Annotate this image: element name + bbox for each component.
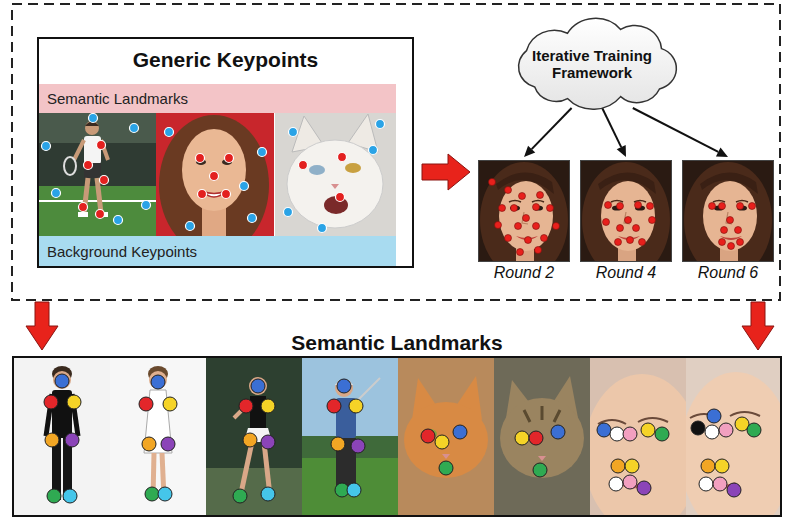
round-face-photo xyxy=(478,160,570,278)
landmark-band: Semantic Landmarks xyxy=(39,84,396,113)
landmark-photo xyxy=(398,358,494,515)
round-face-photo xyxy=(682,160,774,278)
connector xyxy=(633,108,728,157)
landmark-photo xyxy=(494,358,590,515)
round-caption: Round 2 xyxy=(494,264,555,282)
landmark-photo xyxy=(584,358,700,519)
round-image: Round 2 xyxy=(478,160,570,262)
connector xyxy=(422,154,470,190)
cloud-label: Iterative Training Framework xyxy=(522,47,662,82)
landmark-photo xyxy=(206,358,302,515)
background-band: Background Keypoints xyxy=(39,236,396,266)
keypoint-panel: Generic KeypointsSemantic LandmarksBackg… xyxy=(37,37,414,268)
band-label: Semantic Landmarks xyxy=(47,90,188,107)
face-photo xyxy=(156,113,274,236)
cat-photo xyxy=(275,113,396,236)
connector xyxy=(602,108,626,157)
band-label: Background Keypoints xyxy=(47,243,197,260)
landmark-strip: Semantic Landmarks xyxy=(12,356,782,517)
tennis-photo xyxy=(39,113,156,236)
round-image: Round 6 xyxy=(682,160,774,262)
connector xyxy=(524,108,572,157)
round-caption: Round 6 xyxy=(698,264,759,282)
outer-dashed-frame xyxy=(12,4,780,300)
round-face-photo xyxy=(580,160,672,278)
round-image: Round 4 xyxy=(580,160,672,262)
strip-heading: Semantic Landmarks xyxy=(14,331,780,355)
landmark-photo xyxy=(680,358,787,519)
round-caption: Round 4 xyxy=(596,264,657,282)
landmark-photo xyxy=(110,358,206,515)
panel-heading: Generic Keypoints xyxy=(39,39,412,72)
framework-cloud: Iterative Training Framework xyxy=(500,16,684,112)
landmark-photo xyxy=(14,358,110,515)
landmark-photo xyxy=(302,358,398,515)
